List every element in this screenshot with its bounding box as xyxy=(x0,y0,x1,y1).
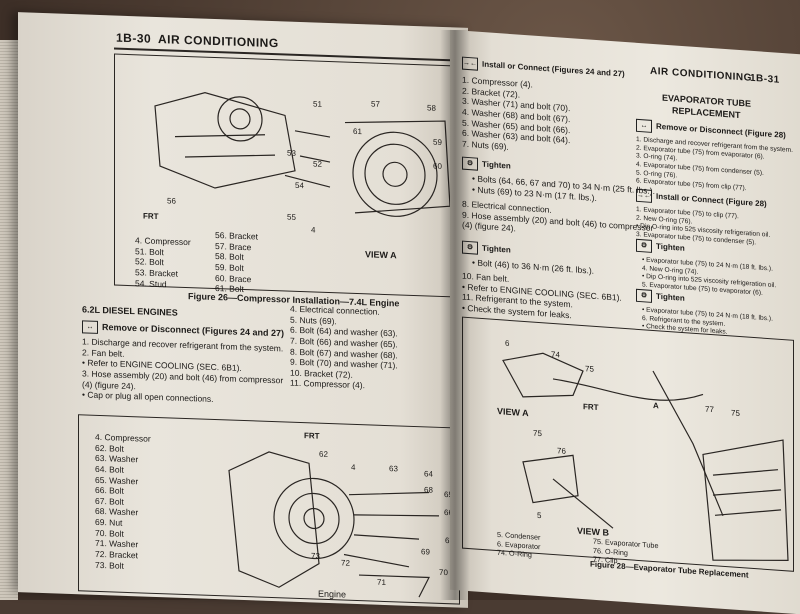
book-page-edges xyxy=(0,40,18,600)
callout-62: 62 xyxy=(319,449,328,459)
callout-55: 55 xyxy=(287,212,296,222)
right-page: →← Install or Connect (Figures 24 and 27)… xyxy=(450,29,800,614)
figure-27-box: FRT 62 4 63 64 68 65 66 67 69 70 71 72 7… xyxy=(78,414,460,605)
figure-26-legend-right: 56. Bracket 57. Brace 58. Bolt 59. Bolt … xyxy=(215,230,258,295)
callout-58: 58 xyxy=(427,103,436,113)
torque-wrench-icon: ⚙ xyxy=(636,288,652,303)
remove-steps-col2: 4. Electrical connection. 5. Nuts (69). … xyxy=(290,304,398,393)
callout-6: 6 xyxy=(505,338,510,348)
figure-27-legend: 4. Compressor 62. Bolt 63. Washer 64. Bo… xyxy=(95,432,151,572)
tighten-text: Tighten xyxy=(656,241,685,253)
remove-steps-col1: 1. Discharge and recover refrigerant fro… xyxy=(82,336,283,407)
evap-remove-steps: 1. Discharge and recover refrigerant fro… xyxy=(636,135,793,196)
install-steps: 1. Compressor (4). 2. Bracket (72). 3. W… xyxy=(462,75,570,157)
callout-a: A xyxy=(653,400,659,411)
callout-76: 76 xyxy=(557,446,566,456)
install-heading-text: Install or Connect (Figures 24 and 27) xyxy=(482,59,625,79)
left-page-header-title: AIR CONDITIONING xyxy=(158,32,279,51)
install-steps-3: 10. Fan belt. • Refer to ENGINE COOLING … xyxy=(462,271,622,325)
callout-54: 54 xyxy=(295,180,304,191)
tighten-text: Tighten xyxy=(482,159,511,171)
frt-arrow-label: FRT xyxy=(304,431,320,441)
callout-74: 74 xyxy=(551,349,560,360)
figure-28-box: 6 74 75 77 75 75 76 5 A FRT VIEW A VIEW … xyxy=(462,316,794,572)
callout-69: 69 xyxy=(421,547,430,557)
callout-75: 75 xyxy=(585,364,594,374)
evap-install-heading-text: Install or Connect (Figure 28) xyxy=(656,191,767,209)
install-connect-icon: →← xyxy=(636,188,652,203)
tighten-heading-3: ⚙ Tighten xyxy=(636,238,685,255)
figure-26-legend-left: 4. Compressor 51. Bolt 52. Bolt 53. Brac… xyxy=(135,235,191,290)
callout-56: 56 xyxy=(167,196,176,206)
book-gutter-shadow xyxy=(440,30,470,600)
left-page: 1B-30 AIR CONDITIONING 51 57 58 61 59 60… xyxy=(18,12,468,608)
view-a-label: VIEW A xyxy=(497,406,529,419)
right-page-header-title: AIR CONDITIONING xyxy=(650,65,752,84)
tighten-text: Tighten xyxy=(656,291,685,303)
callout-61: 61 xyxy=(353,126,362,137)
callout-72: 72 xyxy=(341,558,350,568)
callout-64: 64 xyxy=(424,469,433,479)
frt-arrow-label: FRT xyxy=(143,211,159,222)
frt-arrow-label: FRT xyxy=(583,402,599,413)
figure-27-caption-partial: Engine xyxy=(318,588,347,600)
callout-4: 4 xyxy=(351,462,356,472)
figure-28-legend-left: 5. Condenser 6. Evaporator 74. O-Ring xyxy=(497,530,540,560)
tighten-heading-4: ⚙ Tighten xyxy=(636,288,685,305)
tighten-text: Tighten xyxy=(482,243,511,255)
section-title-diesel: 6.2L DIESEL ENGINES xyxy=(82,304,178,318)
view-a-label: VIEW A xyxy=(365,249,397,261)
callout-53: 53 xyxy=(287,148,296,158)
callout-51: 51 xyxy=(313,99,322,109)
callout-63: 63 xyxy=(389,464,398,474)
callout-68: 68 xyxy=(424,485,433,495)
remove-disconnect-icon: ↔ xyxy=(636,118,652,133)
install-steps-2: 8. Electrical connection. 9. Hose assemb… xyxy=(462,199,653,244)
left-page-number: 1B-30 xyxy=(116,30,152,46)
callout-73: 73 xyxy=(311,551,320,561)
callout-75c: 75 xyxy=(533,428,542,439)
callout-57: 57 xyxy=(371,99,380,109)
figure-26-box: 51 57 58 61 59 60 52 53 54 56 55 4 FRT V… xyxy=(114,53,454,298)
remove-disconnect-icon: ↔ xyxy=(82,320,98,334)
callout-75b: 75 xyxy=(731,408,740,419)
compressor-7-4l-diagram xyxy=(154,92,451,217)
right-page-number: 1B-31 xyxy=(750,72,780,86)
callout-4: 4 xyxy=(311,225,316,235)
compressor-diesel-diagram xyxy=(228,451,440,598)
callout-71: 71 xyxy=(377,577,386,587)
legend-item: 73. Bolt xyxy=(95,559,124,571)
evaporator-tube-diagram xyxy=(502,352,789,562)
remove-heading-text: Remove or Disconnect (Figures 24 and 27) xyxy=(102,321,285,339)
torque-wrench-icon: ⚙ xyxy=(636,238,652,253)
legend-item: 54. Stud xyxy=(135,277,167,289)
callout-52: 52 xyxy=(313,159,322,169)
legend-item: 59. Bolt xyxy=(215,261,244,273)
callout-5: 5 xyxy=(537,510,542,521)
callout-77: 77 xyxy=(705,404,714,415)
